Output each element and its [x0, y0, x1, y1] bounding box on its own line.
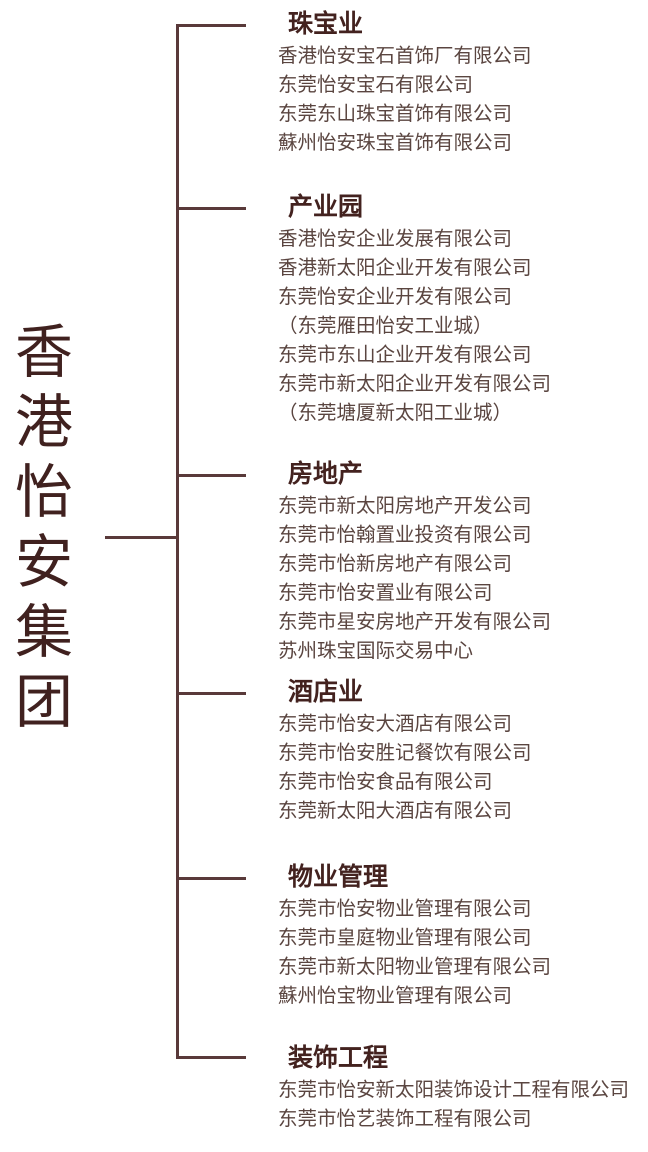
company-list: 香港怡安宝石首饰厂有限公司 东莞怡安宝石有限公司 东莞东山珠宝首饰有限公司 蘇州… — [278, 42, 638, 158]
company-item: 东莞市怡安置业有限公司 — [278, 582, 493, 604]
root-char: 怡 — [14, 460, 73, 525]
company-item: 东莞市怡安新太阳装饰设计工程有限公司 — [278, 1079, 630, 1101]
company-list: 香港怡安企业发展有限公司 香港新太阳企业开发有限公司 东莞怡安企业开发有限公司 … — [278, 225, 638, 428]
section-property-management: 物业管理 东莞市怡安物业管理有限公司 东莞市皇庭物业管理有限公司 东莞市新太阳物… — [278, 861, 638, 1011]
company-item: 东莞市怡艺装饰工程有限公司 — [278, 1108, 532, 1130]
section-hotel: 酒店业 东莞市怡安大酒店有限公司 东莞市怡安胜记餐饮有限公司 东莞市怡安食品有限… — [278, 676, 638, 826]
company-item: 东莞市怡安大酒店有限公司 — [278, 713, 513, 735]
company-item: 东莞东山珠宝首饰有限公司 — [278, 103, 513, 125]
company-item: 苏州珠宝国际交易中心 — [278, 640, 474, 662]
company-item: 东莞市怡新房地产有限公司 — [278, 553, 513, 575]
root-char: 港 — [14, 390, 73, 455]
section-heading: 酒店业 — [288, 678, 364, 706]
root-connector-line — [105, 536, 179, 539]
company-item: 东莞怡安宝石有限公司 — [278, 74, 474, 96]
section-jewelry: 珠宝业 香港怡安宝石首饰厂有限公司 东莞怡安宝石有限公司 东莞东山珠宝首饰有限公… — [278, 8, 638, 158]
section-heading: 装饰工程 — [288, 1044, 389, 1072]
company-item: 蘇州怡宝物业管理有限公司 — [278, 985, 513, 1007]
section-heading: 产业园 — [288, 193, 364, 221]
branch-line-hotel — [176, 692, 246, 695]
root-char: 团 — [14, 670, 73, 735]
company-item: 东莞市星安房地产开发有限公司 — [278, 611, 552, 633]
branch-line-industrial-park — [176, 207, 246, 210]
company-item: 东莞市怡安物业管理有限公司 — [278, 898, 532, 920]
company-item: 香港新太阳企业开发有限公司 — [278, 257, 532, 279]
company-list: 东莞市怡安大酒店有限公司 东莞市怡安胜记餐饮有限公司 东莞市怡安食品有限公司 东… — [278, 710, 638, 826]
company-item: 东莞市怡安胜记餐饮有限公司 — [278, 742, 532, 764]
branch-line-real-estate — [176, 474, 246, 477]
company-item: 东莞市新太阳物业管理有限公司 — [278, 956, 552, 978]
company-item: 东莞市怡翰置业投资有限公司 — [278, 524, 532, 546]
section-real-estate: 房地产 东莞市新太阳房地产开发公司 东莞市怡翰置业投资有限公司 东莞市怡新房地产… — [278, 458, 638, 666]
company-item: （东莞雁田怡安工业城） — [278, 315, 493, 337]
company-item: 香港怡安企业发展有限公司 — [278, 228, 513, 250]
company-item: 东莞市新太阳房地产开发公司 — [278, 495, 532, 517]
section-decoration: 装饰工程 东莞市怡安新太阳装饰设计工程有限公司 东莞市怡艺装饰工程有限公司 — [278, 1042, 638, 1134]
section-industrial-park: 产业园 香港怡安企业发展有限公司 香港新太阳企业开发有限公司 东莞怡安企业开发有… — [278, 191, 638, 428]
company-list: 东莞市怡安新太阳装饰设计工程有限公司 东莞市怡艺装饰工程有限公司 — [278, 1076, 638, 1134]
company-item: 东莞新太阳大酒店有限公司 — [278, 800, 513, 822]
branch-line-jewelry — [176, 24, 246, 27]
company-list: 东莞市怡安物业管理有限公司 东莞市皇庭物业管理有限公司 东莞市新太阳物业管理有限… — [278, 895, 638, 1011]
section-heading: 房地产 — [288, 460, 364, 488]
company-item: 蘇州怡安珠宝首饰有限公司 — [278, 132, 513, 154]
company-item: 东莞市新太阳企业开发有限公司 — [278, 373, 552, 395]
company-item: 东莞市怡安食品有限公司 — [278, 771, 493, 793]
section-heading: 珠宝业 — [288, 10, 364, 38]
company-item: 东莞市皇庭物业管理有限公司 — [278, 927, 532, 949]
branch-line-decoration — [176, 1056, 246, 1059]
company-item: （东莞塘厦新太阳工业城） — [278, 402, 513, 424]
branch-line-property-mgmt — [176, 877, 246, 880]
section-heading: 物业管理 — [288, 863, 389, 891]
company-list: 东莞市新太阳房地产开发公司 东莞市怡翰置业投资有限公司 东莞市怡新房地产有限公司… — [278, 492, 638, 666]
root-char: 安 — [14, 530, 73, 595]
company-item: 东莞市东山企业开发有限公司 — [278, 344, 532, 366]
root-char: 集 — [14, 600, 73, 665]
root-node: 香 港 怡 安 集 团 — [8, 318, 80, 738]
company-item: 东莞怡安企业开发有限公司 — [278, 286, 513, 308]
root-char: 香 — [14, 320, 73, 385]
trunk-line — [176, 24, 179, 1059]
company-item: 香港怡安宝石首饰厂有限公司 — [278, 45, 532, 67]
